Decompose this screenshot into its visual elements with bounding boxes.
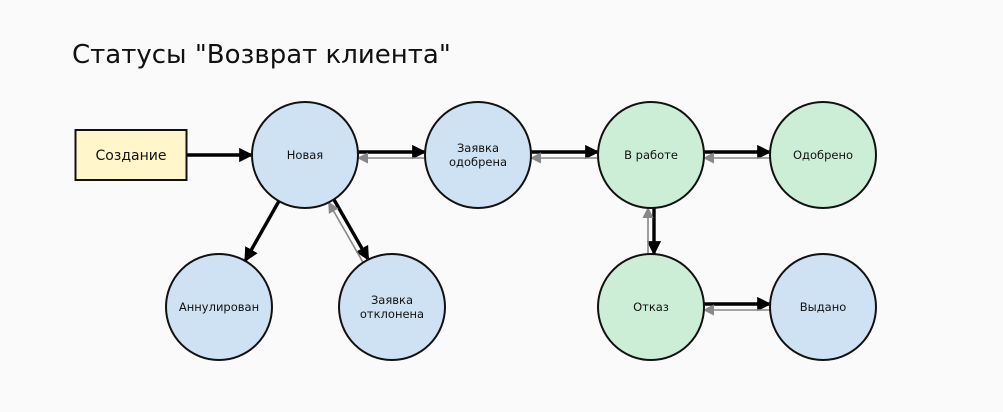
node-issued-label: Выдано [800,300,847,314]
node-issued-shape [769,253,877,361]
node-refusal-label: Отказ [633,300,669,314]
edge-new-to-cancelled [243,200,281,263]
node-new: Новая [251,101,359,209]
node-start-label: Создание [96,148,167,164]
node-in_work: В работе [597,101,705,209]
node-issued: Выдано [769,253,877,361]
node-approved: Одобрено [769,101,877,209]
node-rejected_request-shape [338,253,446,361]
diagram-title: Статусы "Возврат клиента" [72,40,451,70]
node-approved_request-shape [424,101,532,209]
edge-rejected_request-to-new [328,201,364,263]
edge-new-to-rejected_request [332,198,370,261]
node-approved-label: Одобрено [793,148,853,162]
node-new-shape [251,101,359,209]
node-start: Создание [74,129,188,181]
node-refusal: Отказ [597,253,705,361]
node-in_work-shape [597,101,705,209]
node-approved-shape [769,101,877,209]
node-cancelled-label: Аннулирован [179,300,259,314]
node-new-label: Новая [287,148,323,162]
node-start-shape [74,129,188,181]
node-cancelled-shape [165,253,273,361]
node-in_work-label: В работе [624,148,678,162]
node-cancelled: Аннулирован [165,253,273,361]
node-refusal-shape [597,253,705,361]
